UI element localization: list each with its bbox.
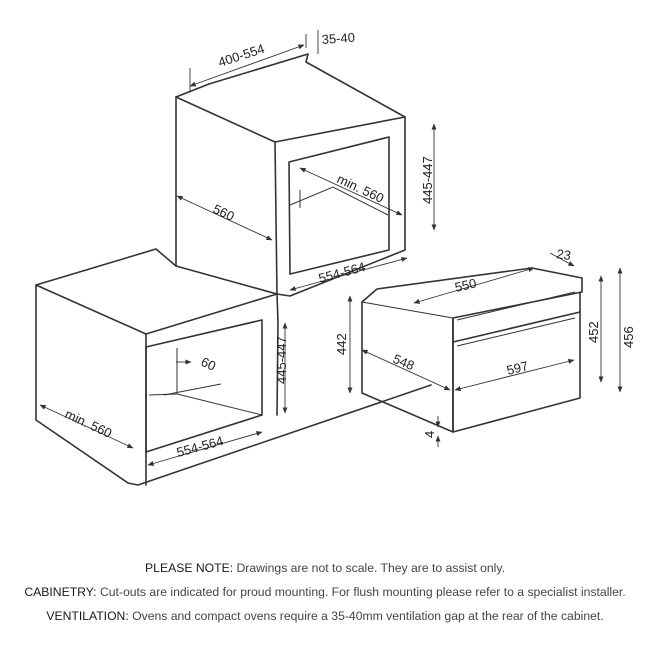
dim-tall-cut-width: 554-564 — [317, 259, 367, 286]
notes-block: PLEASE NOTE: Drawings are not to scale. … — [0, 556, 650, 628]
dim-oven-front-width: 597 — [505, 358, 530, 378]
note-cabinetry: CABINETRY: Cut-outs are indicated for pr… — [0, 580, 650, 604]
dim-oven-total-height: 456 — [621, 326, 636, 348]
dim-base-cut-width: 554-564 — [175, 433, 225, 460]
dim-oven-front-offset: 23 — [556, 246, 572, 263]
dim-tall-depth: 560 — [211, 201, 237, 224]
note-label: PLEASE NOTE: — [145, 561, 234, 575]
dim-base-depth: min. 560 — [63, 406, 115, 441]
note-label: VENTILATION: — [46, 609, 129, 623]
dim-tall-width: 400-554 — [216, 41, 266, 70]
note-please-note: PLEASE NOTE: Drawings are not to scale. … — [0, 556, 650, 580]
dim-base-vent: 60 — [199, 354, 218, 374]
note-text: Cut-outs are indicated for proud mountin… — [99, 585, 626, 599]
tall-cabinet — [175, 53, 406, 297]
dim-base-cut-height: 445-447 — [274, 336, 289, 384]
dim-oven-inner-height: 452 — [586, 321, 601, 343]
note-text: Drawings are not to scale. They are to a… — [236, 561, 505, 575]
dim-tall-cut-height: 445-447 — [420, 156, 435, 204]
oven — [361, 267, 583, 433]
dim-oven-top-depth: 550 — [453, 275, 478, 294]
note-ventilation: VENTILATION: Ovens and compact ovens req… — [0, 604, 650, 628]
dimension-labels: 400-554 35-40 560 min. 560 445-447 554-5… — [63, 30, 636, 460]
dim-tall-gap: 35-40 — [321, 30, 355, 47]
dim-oven-depth: 548 — [391, 351, 417, 373]
dim-oven-bottom-gap: 4 — [422, 431, 437, 438]
note-label: CABINETRY: — [24, 585, 97, 599]
dim-oven-height-side: 442 — [334, 333, 349, 355]
base-cabinet — [35, 248, 432, 486]
dimension-lines — [39, 30, 623, 466]
note-text: Ovens and compact ovens require a 35-40m… — [132, 609, 604, 623]
